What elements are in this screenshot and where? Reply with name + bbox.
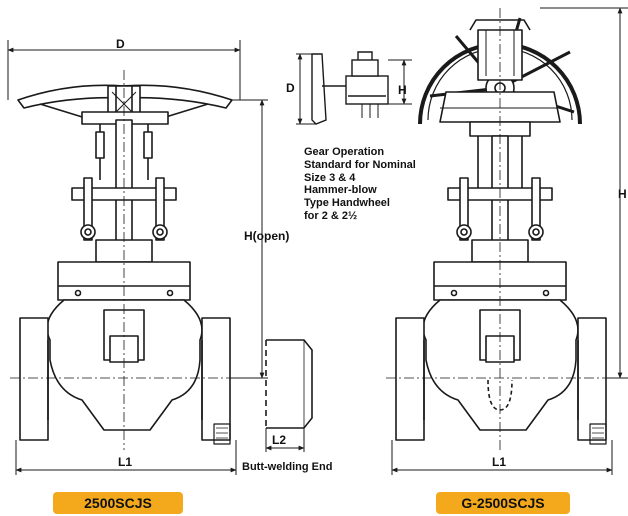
right-valve-drawing [395,17,607,445]
gear-note-line: Size 3 & 4 [304,171,356,184]
gear-note-line: Hammer-blow [304,184,377,197]
gear-note-line: for 2 & 2½ [304,209,358,222]
butt-welding-end-drawing [265,339,313,429]
dim-l1-left: L1 [118,455,133,469]
gear-dimension-lines [296,53,412,125]
gear-note-line: Type Handwheel [304,197,390,210]
dim-l2: L2 [272,433,287,447]
model-badge-left: 2500SCJS [53,492,183,514]
butt-welding-dimension [265,428,305,452]
gear-operator-drawing [311,51,389,125]
gear-note-line: Standard for Nominal [304,158,416,171]
model-badge-right: G-2500SCJS [436,492,570,514]
left-valve-drawing [17,84,233,445]
right-dimension-lines [391,7,628,475]
gear-operation-note: Gear Operation Standard for Nominal Size… [304,146,454,223]
dim-l1-right: L1 [492,455,507,469]
dim-h-right: H [618,187,627,201]
right-centerlines [386,8,618,452]
dim-d-gear: D [286,81,295,95]
dim-d-left: D [116,37,125,51]
gear-note-line: Gear Operation [304,146,385,158]
butt-welding-end-label: Butt-welding End [242,461,333,473]
left-centerlines [10,70,242,450]
dim-h-open: H(open) [244,229,290,243]
left-dimension-lines [7,40,268,475]
dim-h-gear: H [398,83,407,97]
